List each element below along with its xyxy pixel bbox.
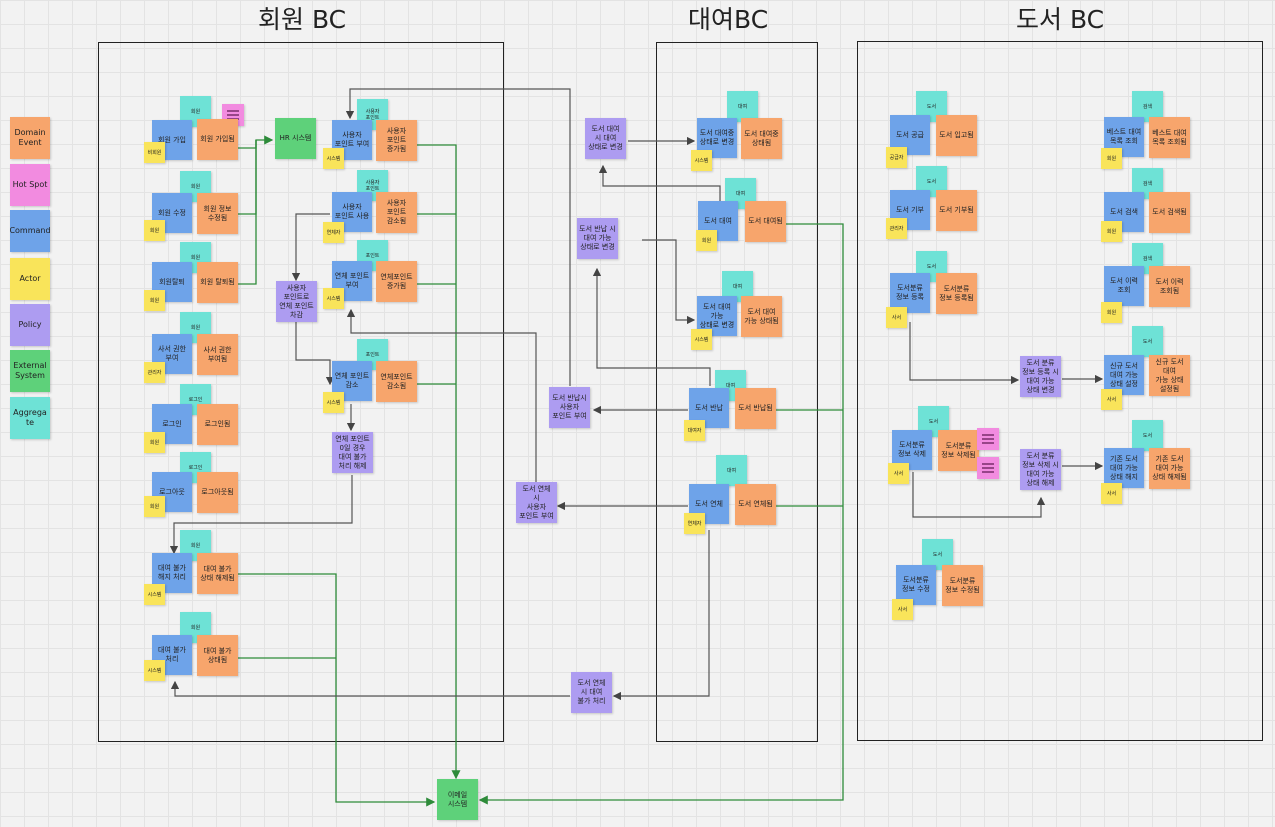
delete-event[interactable]: 도서분류 정보 삭제됨 [938, 430, 979, 471]
withdraw-event[interactable]: 회원 탈퇴됨 [197, 262, 238, 303]
rent-event[interactable]: 도서 대여됨 [745, 201, 786, 242]
grant-event[interactable]: 사서 권한 부여됨 [197, 334, 238, 375]
point-use-actor[interactable]: 연체자 [323, 222, 344, 243]
rent-actor[interactable]: 회원 [696, 230, 717, 251]
donate-event[interactable]: 도서 기부됨 [936, 190, 977, 231]
login-event[interactable]: 로그인됨 [197, 404, 238, 445]
donate-actor[interactable]: 관리자 [886, 218, 907, 239]
old-release-event[interactable]: 기존 도서 대여 가능 상태 해제됨 [1149, 448, 1190, 489]
best-actor[interactable]: 회원 [1101, 148, 1122, 169]
block-event[interactable]: 대여 불가 상태됨 [197, 635, 238, 676]
new-avail-event[interactable]: 신규 도서 대여 가능 상태 설정됨 [1149, 355, 1190, 396]
search-actor[interactable]: 회원 [1101, 221, 1122, 242]
legend-hot-spot[interactable]: Hot Spot [10, 164, 50, 206]
overdue-actor[interactable]: 연체자 [684, 513, 705, 534]
best-event[interactable]: 베스트 대여 목록 조회됨 [1149, 117, 1190, 158]
overdue-give-actor[interactable]: 시스템 [323, 288, 344, 309]
overdue-give-event[interactable]: 연체포인트 증가됨 [376, 261, 417, 302]
overdue-block-policy[interactable]: 도서 연체 시 대여 불가 처리 [571, 672, 612, 713]
edit-event[interactable]: 회원 정보 수정됨 [197, 193, 238, 234]
legend-actor[interactable]: Actor [10, 258, 50, 300]
signup-actor[interactable]: 비회원 [144, 142, 165, 163]
book-bc-title: 도서 BC [1016, 5, 1105, 34]
register-event[interactable]: 도서분류 정보 등록됨 [936, 273, 977, 314]
note-lines-icon [982, 434, 994, 444]
old-release-actor[interactable]: 사서 [1101, 483, 1122, 504]
delete-hotspot-2[interactable] [977, 457, 999, 479]
rent-policy[interactable]: 도서 대여 시 대여 상태로 변경 [585, 118, 626, 159]
withdraw-actor[interactable]: 회원 [144, 290, 165, 311]
overdue-dec-actor[interactable]: 시스템 [323, 392, 344, 413]
available-event[interactable]: 도서 대여 가능 상태됨 [741, 296, 782, 337]
modify-actor[interactable]: 사서 [892, 599, 913, 620]
logout-event[interactable]: 로그아웃됨 [197, 472, 238, 513]
delete-hotspot-1[interactable] [977, 428, 999, 450]
overdue-dec-event[interactable]: 연체포인트 감소됨 [376, 361, 417, 402]
register-policy[interactable]: 도서 분류 정보 등록 시 대여 가능 상태 변경 [1020, 356, 1061, 397]
available-actor[interactable]: 시스템 [691, 329, 712, 350]
rental-aggregate-5[interactable]: 대여 [716, 455, 747, 486]
overdue-point-policy[interactable]: 도서 연체 시 사용자 포인트 부여 [516, 482, 557, 523]
register-actor[interactable]: 사서 [886, 307, 907, 328]
hr-system[interactable]: HR 시스템 [275, 118, 316, 159]
book-aggregate-new-avail[interactable]: 도서 [1132, 326, 1163, 357]
history-event[interactable]: 도서 이력 조회됨 [1149, 266, 1190, 307]
edit-command[interactable]: 회원 수정 [152, 193, 192, 233]
search-aggregate-best[interactable]: 검색 [1132, 91, 1163, 122]
book-bc-frame [857, 41, 1263, 741]
login-actor[interactable]: 회원 [144, 432, 165, 453]
grant-actor[interactable]: 관리자 [144, 362, 165, 383]
email-system[interactable]: 이메일 시스템 [437, 779, 478, 820]
edit-actor[interactable]: 회원 [144, 220, 165, 241]
legend-external-system[interactable]: External System [10, 350, 50, 392]
legend-command[interactable]: Command [10, 210, 50, 252]
overdue-command[interactable]: 도서 연체 [689, 484, 729, 524]
unblock-event[interactable]: 대여 불가 상태 해제됨 [197, 553, 238, 594]
return-actor[interactable]: 대여자 [684, 420, 705, 441]
overdue-dec-command[interactable]: 연체 포인트 감소 [332, 361, 372, 401]
legend-policy[interactable]: Policy [10, 304, 50, 346]
logout-command[interactable]: 로그아웃 [152, 472, 192, 512]
return-event[interactable]: 도서 반납됨 [735, 388, 776, 429]
legend-aggregate[interactable]: Aggrega te [10, 397, 50, 439]
member-bc-title: 회원 BC [258, 5, 347, 34]
point-give-event[interactable]: 사용자 포인트 증가됨 [376, 120, 417, 161]
point-give-actor[interactable]: 시스템 [323, 148, 344, 169]
unblock-actor[interactable]: 시스템 [144, 584, 165, 605]
return-command[interactable]: 도서 반납 [689, 388, 729, 428]
point-use-event[interactable]: 사용자 포인트 감소됨 [376, 192, 417, 233]
book-aggregate-old-release[interactable]: 도서 [1132, 420, 1163, 451]
rental-aggregate-1[interactable]: 대여 [727, 91, 758, 122]
logout-actor[interactable]: 회원 [144, 496, 165, 517]
supply-actor[interactable]: 공급자 [886, 147, 907, 168]
note-lines-icon [982, 463, 994, 473]
book-aggregate-modify[interactable]: 도서 [922, 539, 953, 570]
return-point-policy[interactable]: 도서 반납시 사용자 포인트 부여 [549, 387, 590, 428]
in-rental-event[interactable]: 도서 대여중 상태됨 [741, 118, 782, 159]
in-rental-actor[interactable]: 시스템 [691, 150, 712, 171]
zero-unblock-policy[interactable]: 연체 포인트 0일 경우 대여 불가 처리 해제 [332, 432, 373, 473]
deduct-policy[interactable]: 사용자 포인트로 연체 포인트 차감 [276, 281, 317, 322]
modify-command[interactable]: 도서분류 정보 수정 [896, 565, 936, 605]
block-actor[interactable]: 시스템 [144, 660, 165, 681]
rental-bc-title: 대여BC [688, 5, 769, 34]
history-actor[interactable]: 회원 [1101, 302, 1122, 323]
modify-event[interactable]: 도서분류 정보 수정됨 [942, 565, 983, 606]
new-avail-actor[interactable]: 사서 [1101, 389, 1122, 410]
history-command[interactable]: 도서 이력 조회 [1104, 266, 1144, 306]
register-command[interactable]: 도서분류 정보 등록 [890, 273, 930, 313]
return-avail-policy[interactable]: 도서 반납 시 대여 가능 상태로 변경 [577, 218, 618, 259]
delete-actor[interactable]: 사서 [888, 463, 909, 484]
new-avail-command[interactable]: 신규 도서 대여 가능 상태 설정 [1104, 355, 1144, 395]
search-event[interactable]: 도서 검색됨 [1149, 192, 1190, 233]
old-release-command[interactable]: 기존 도서 대여 가능 상태 해지 [1104, 448, 1144, 488]
overdue-event[interactable]: 도서 연체됨 [735, 484, 776, 525]
delete-policy[interactable]: 도서 분류 정보 삭제 시 대여 가능 상태 해제 [1020, 449, 1061, 490]
signup-event[interactable]: 회원 가입됨 [197, 119, 238, 160]
legend-domain-event[interactable]: Domain Event [10, 117, 50, 159]
supply-event[interactable]: 도서 입고됨 [936, 115, 977, 156]
